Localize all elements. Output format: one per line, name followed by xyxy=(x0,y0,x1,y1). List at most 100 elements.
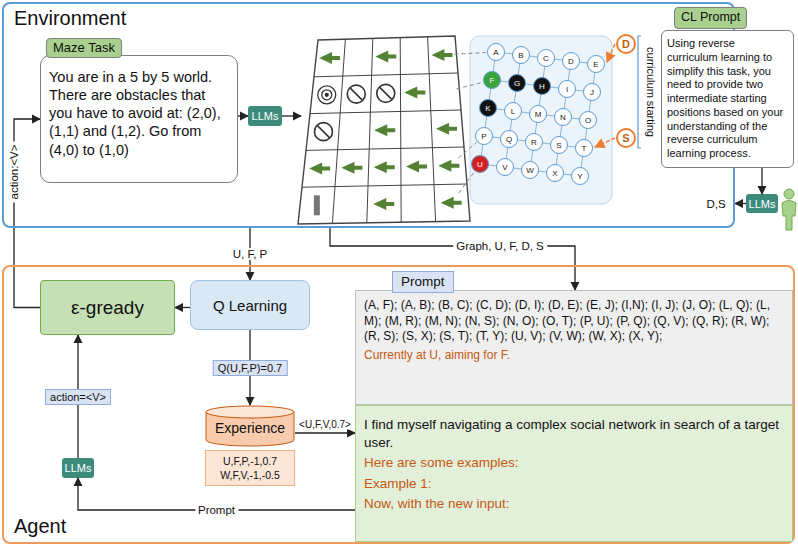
mapping-line xyxy=(456,82,482,89)
policy-arrow xyxy=(438,160,459,172)
graph-vertex xyxy=(530,106,547,123)
side-label: curriculum starting xyxy=(645,45,657,139)
vertex-letter: Y xyxy=(577,172,582,181)
graph-vertex xyxy=(501,131,518,148)
box-text: Currently at U, aiming for F. xyxy=(364,348,784,364)
obstacle-icon xyxy=(317,126,329,138)
graph-vertex xyxy=(472,156,489,173)
mapping-line xyxy=(454,53,486,55)
box-text: LLMs xyxy=(65,462,92,474)
vertex-letter: R xyxy=(531,138,537,147)
policy-arrow xyxy=(406,160,427,172)
policy-arrow xyxy=(374,124,395,136)
vertex-letter: J xyxy=(590,88,594,97)
edge-label: D,S xyxy=(703,198,728,210)
edge-label: action:<V> xyxy=(8,142,20,203)
policy-arrow xyxy=(404,87,425,99)
vertex-letter: O xyxy=(585,116,591,125)
box-text: U,F,P,-1,0.7 xyxy=(208,454,292,468)
graph-vertex xyxy=(484,72,501,89)
curriculum-arrow xyxy=(595,138,615,147)
graph-vertex xyxy=(513,47,530,64)
graph-vertex xyxy=(534,78,551,95)
vertex-letter: N xyxy=(560,113,566,122)
illustration xyxy=(282,36,615,224)
graph-vertex xyxy=(572,168,589,185)
policy-arrow xyxy=(319,52,340,64)
policy-arrow xyxy=(431,49,452,61)
task-box: Maze TaskYou are in a 5 by 5 world. Ther… xyxy=(40,55,238,183)
maze-line xyxy=(310,110,461,114)
edge-label: Q(U,F,P)=0.7 xyxy=(213,360,288,376)
policy-box: ε-gready xyxy=(40,280,175,335)
target-icon xyxy=(322,90,332,100)
policy-arrow xyxy=(436,123,457,135)
prompt-box: CL PromptUsing reverse curriculum learni… xyxy=(661,30,794,168)
prompt-box: Prompt(A, F); (A, B); (B, C); (C, D); (D… xyxy=(355,290,793,405)
vertex-letter: L xyxy=(511,107,515,116)
vertex-letter: D xyxy=(568,57,574,66)
connector-arrow xyxy=(238,115,248,116)
llm-box: LLMs xyxy=(746,194,778,213)
maze-line xyxy=(306,147,464,150)
agent-panel: Agentε-greadyQ LearningExperienceU,F,P,-… xyxy=(2,265,795,544)
box-text: Here are some examples: xyxy=(364,454,784,472)
vertex-letter: H xyxy=(539,82,545,91)
box-text: Example 1: xyxy=(364,475,784,493)
vertex-letter: F xyxy=(490,76,495,85)
maze-line xyxy=(302,184,467,187)
edge-label: Graph, U, F, D, S xyxy=(453,240,547,252)
graph-vertex xyxy=(584,84,601,101)
environment-panel: EnvironmentMaze TaskYou are in a 5 by 5 … xyxy=(2,2,735,228)
box-text: Using reverse curriculum learning to sim… xyxy=(667,37,788,161)
graph-vertex xyxy=(547,165,564,182)
graph-vertex xyxy=(526,134,543,151)
vertex-letter: T xyxy=(582,144,587,153)
prompt-box: I find myself navigating a complex socia… xyxy=(355,405,793,542)
policy-arrow xyxy=(309,162,330,174)
mapping-line xyxy=(459,172,474,193)
policy-arrow xyxy=(341,162,362,174)
box-text: ε-gready xyxy=(71,297,144,319)
connector-arrow xyxy=(761,168,762,194)
llm-to-maze-arrow xyxy=(282,115,301,116)
graph-vertex xyxy=(559,81,576,98)
graph-vertex xyxy=(576,140,593,157)
target-icon xyxy=(325,93,328,96)
vertex-letter: C xyxy=(543,54,549,63)
maze-grid xyxy=(298,36,470,224)
vertex-letter: U xyxy=(477,160,483,169)
policy-arrow xyxy=(373,198,394,210)
memory-cylinder: Experience xyxy=(205,405,295,447)
graph-vertex xyxy=(538,50,555,67)
graph-vertex xyxy=(509,75,526,92)
graph-vertex xyxy=(488,44,505,61)
process-box: Q Learning xyxy=(190,280,310,330)
maze-line xyxy=(367,38,373,222)
edge-label: action=<V> xyxy=(45,389,111,405)
box-text: Experience xyxy=(205,420,295,436)
box-text: D xyxy=(622,38,630,50)
box-text: You are in a 5 by 5 world. There are obs… xyxy=(49,68,229,159)
maze-line xyxy=(332,39,345,223)
graph-illustration xyxy=(454,36,615,204)
box-text: LLMs xyxy=(252,110,279,122)
box-heading: Prompt xyxy=(392,271,454,293)
connector-arrow xyxy=(295,432,355,433)
vertex-letter: A xyxy=(493,48,498,57)
vertex-letter: M xyxy=(535,110,542,119)
policy-arrow xyxy=(441,197,462,209)
memory-table: U,F,P,-1,0.7W,F,V,-1,-0.5 xyxy=(205,450,295,486)
graph-vertex xyxy=(588,56,605,73)
obstacle-icon xyxy=(350,88,362,100)
graph-vertex xyxy=(563,53,580,70)
vertex-letter: I xyxy=(566,85,568,94)
vertex-letter: S xyxy=(556,141,561,150)
curriculum-arrow xyxy=(607,44,615,62)
vertex-letter: X xyxy=(552,169,557,178)
graph-vertex xyxy=(497,159,514,176)
vertex-letter: B xyxy=(518,51,523,60)
box-text: Environment xyxy=(4,4,733,30)
start-icon xyxy=(314,195,320,215)
bracket xyxy=(638,36,641,148)
